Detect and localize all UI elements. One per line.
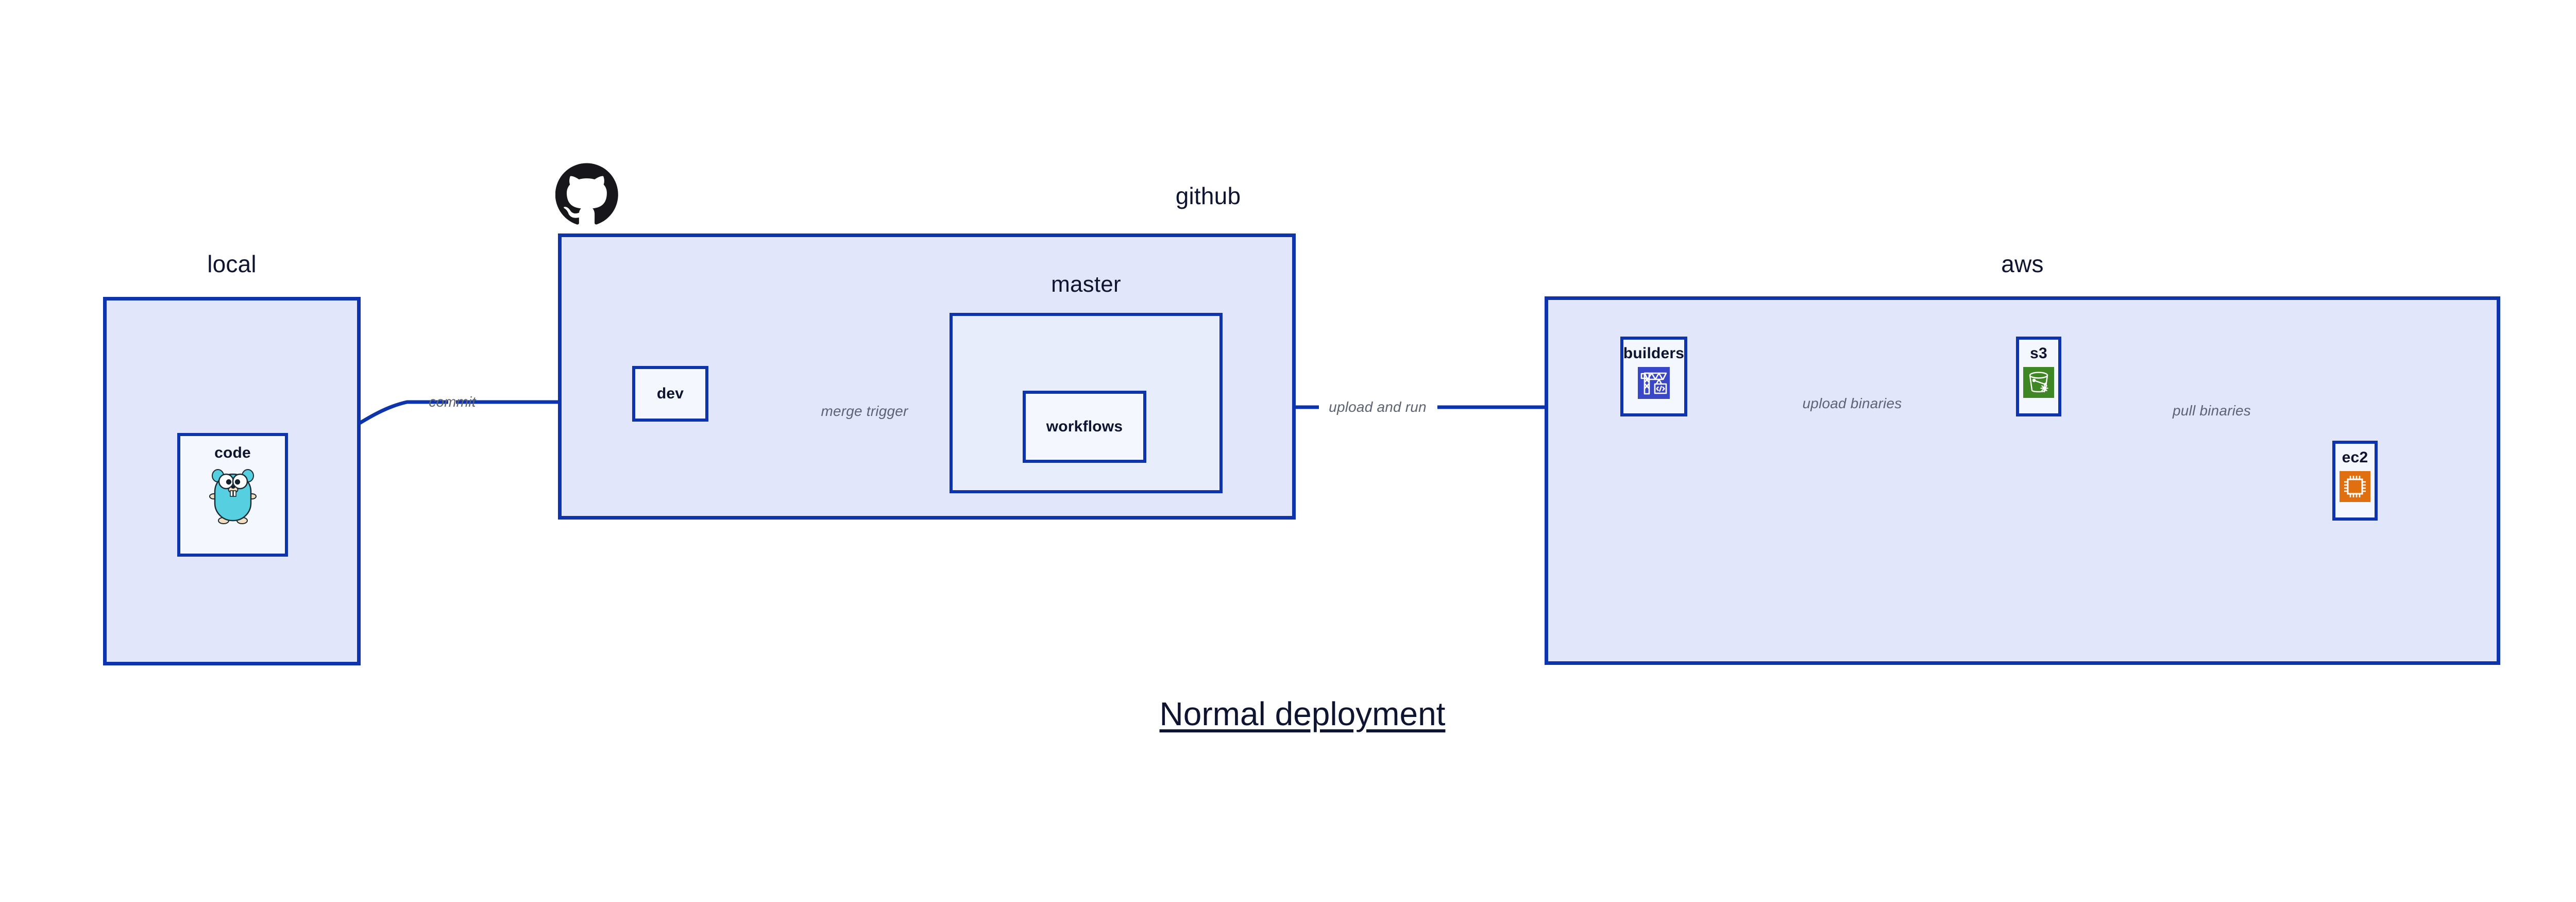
edge-label-pull-binaries: pull binaries	[2172, 403, 2251, 419]
edge-label-merge-trigger: merge trigger	[821, 403, 908, 419]
go-gopher-icon	[208, 467, 258, 527]
diagram-caption: Normal deployment	[1159, 695, 1446, 732]
s3-bucket-icon	[2023, 367, 2054, 400]
crane-code-icon	[1638, 367, 1670, 402]
group-title-local: local	[207, 250, 257, 277]
node-dev[interactable]: dev	[632, 366, 708, 422]
node-builders[interactable]: builders	[1620, 337, 1687, 416]
github-octocat-logo	[555, 162, 618, 228]
cpu-chip-icon	[2340, 471, 2370, 505]
group-title-aws: aws	[2001, 250, 2044, 277]
edge-label-upload-binaries: upload binaries	[1802, 395, 1902, 411]
group-title-master: master	[1051, 272, 1121, 297]
node-s3[interactable]: s3	[2016, 337, 2061, 416]
edge-label-commit: commit	[429, 394, 476, 410]
node-label-dev: dev	[656, 385, 684, 402]
node-label-s3: s3	[2030, 345, 2047, 362]
node-ec2[interactable]: ec2	[2332, 441, 2378, 521]
node-code[interactable]: code	[177, 433, 288, 557]
node-label-builders: builders	[1623, 345, 1685, 362]
node-label-code: code	[214, 444, 251, 461]
node-label-workflows: workflows	[1046, 418, 1123, 435]
node-label-ec2: ec2	[2342, 449, 2368, 466]
edge-label-upload-and-run: upload and run	[1329, 399, 1427, 415]
node-workflows[interactable]: workflows	[1023, 391, 1146, 463]
group-title-github: github	[1175, 182, 1241, 209]
